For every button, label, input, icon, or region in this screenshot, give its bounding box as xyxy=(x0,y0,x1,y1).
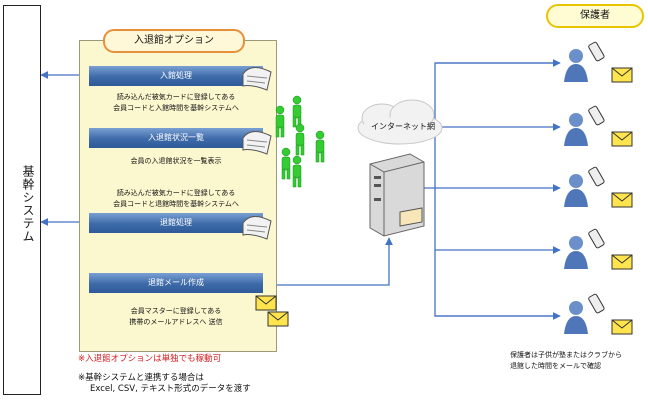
entry-process-bar[interactable]: 入館処理 xyxy=(89,66,263,86)
status-list-desc: 会員の入退館状況を一覧表示 xyxy=(130,157,222,165)
guardian-person-icon xyxy=(564,49,588,82)
integration-note: ※基幹システムと連携する場合は Excel, CSV, テキスト形式のデータを渡… xyxy=(78,373,251,394)
internet-label: インターネット網 xyxy=(371,122,435,131)
entry-process-desc: 読み込んだ被気カードに登録してある 会員コードと入館時間を基幹システムへ xyxy=(113,93,239,112)
option-title: 入退館オプション xyxy=(103,29,245,53)
card-reader-icon xyxy=(242,67,272,91)
core-system-label: 基幹システム xyxy=(21,165,35,243)
guardian-title: 保護者 xyxy=(546,4,644,28)
guardian-note: 保護者は子供が塾またはクラブから 退館した時間をメールで確認 xyxy=(510,351,622,370)
mail-envelope-icon xyxy=(611,319,633,335)
option-panel xyxy=(79,40,277,352)
server-icon xyxy=(369,153,425,237)
status-list-bar[interactable]: 入退館状況一覧 xyxy=(89,128,263,148)
mail-create-bar[interactable]: 退館メール作成 xyxy=(89,273,263,293)
guardian-row-4 xyxy=(564,228,633,270)
guardian-person-icon xyxy=(564,301,588,334)
member-figure-icon xyxy=(281,147,291,180)
mail-envelope-icon xyxy=(267,311,289,327)
guardian-row-3 xyxy=(564,166,633,208)
guardian-person-icon xyxy=(564,236,588,269)
guardian-row-2 xyxy=(564,105,633,147)
mail-envelope-icon xyxy=(611,254,633,270)
mail-envelope-icon xyxy=(611,131,633,147)
mail-create-desc: 会員マスターに登録してある 携帯のメールアドレスへ 送信 xyxy=(129,307,223,326)
mail-envelope-icon xyxy=(255,295,277,311)
guardian-row-5 xyxy=(564,293,633,335)
guardian-person-icon xyxy=(564,113,588,146)
member-figure-icon xyxy=(292,155,302,188)
card-reader-icon xyxy=(242,216,272,240)
member-figure-icon xyxy=(315,130,325,163)
line-mail-to-server xyxy=(263,237,393,286)
mobile-phone-icon xyxy=(588,41,605,62)
mobile-phone-icon xyxy=(588,228,605,249)
core-system-box: 基幹システム xyxy=(3,5,41,395)
member-figure-icon xyxy=(275,105,285,138)
cloud-icon xyxy=(357,99,443,145)
mail-envelope-icon xyxy=(611,192,633,208)
exit-process-desc: 読み込んだ被気カードに登録してある 会員コードと退館時間を基幹システムへ xyxy=(113,189,239,208)
mobile-phone-icon xyxy=(588,166,605,187)
card-reader-icon xyxy=(242,131,272,155)
standalone-note: ※入退館オプションは単独でも稼動可 xyxy=(78,354,222,364)
mail-envelope-icon xyxy=(611,67,633,83)
member-figure-icon xyxy=(295,123,305,156)
member-figure-icon xyxy=(292,95,302,128)
exit-process-bar[interactable]: 退館処理 xyxy=(89,213,263,233)
guardian-person-icon xyxy=(564,174,588,207)
mobile-phone-icon xyxy=(588,105,605,126)
mobile-phone-icon xyxy=(588,293,605,314)
guardian-row-1 xyxy=(564,41,633,83)
